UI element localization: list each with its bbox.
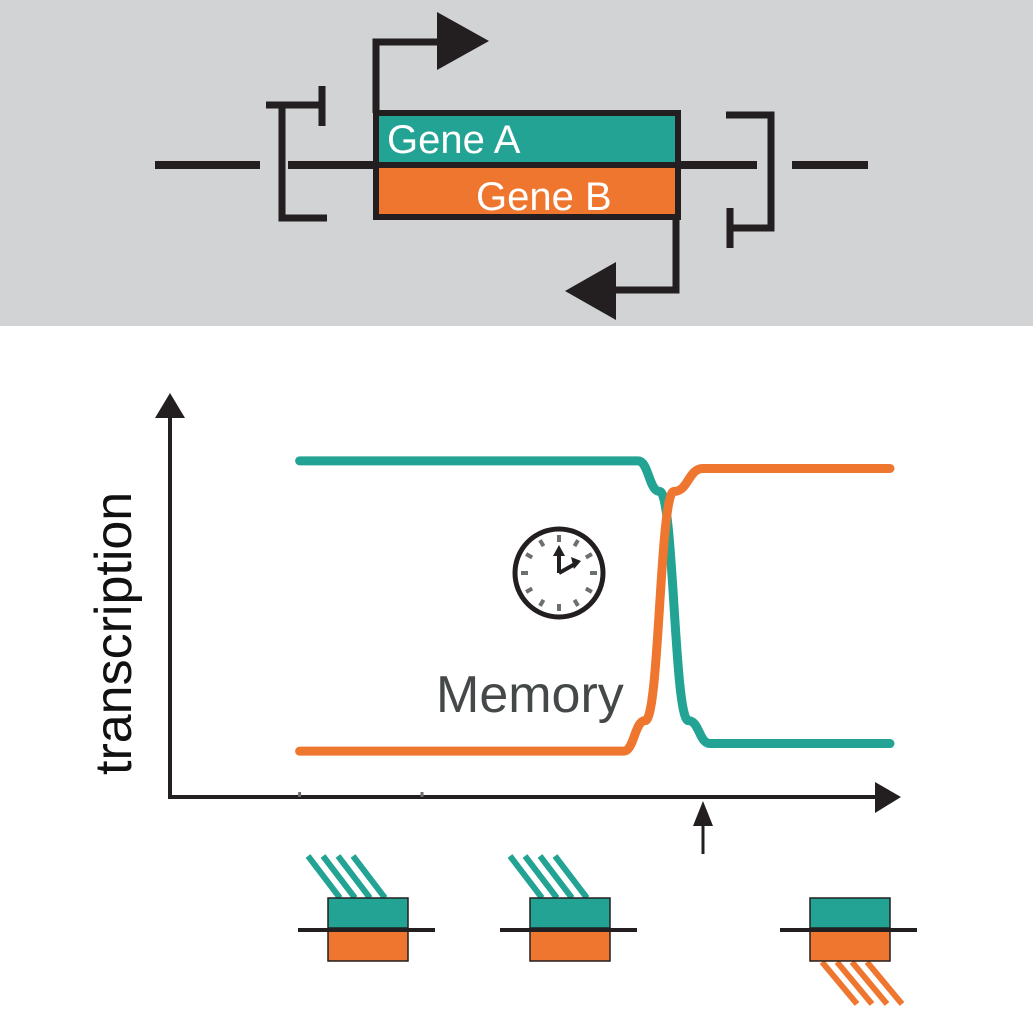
trigger-up-arrow-icon <box>693 801 713 854</box>
clock-tick <box>572 598 580 607</box>
state-diagram <box>780 897 917 1006</box>
y-axis <box>155 393 185 797</box>
x-ticks <box>298 792 424 797</box>
curves <box>295 456 895 756</box>
promoter-a-arrow-icon <box>372 12 489 113</box>
transcript-a <box>522 854 560 900</box>
clock-tick <box>572 539 580 548</box>
transcript-a <box>552 854 590 900</box>
clock-tick <box>584 586 593 594</box>
transcript-b <box>819 960 860 1006</box>
state-diagram <box>298 854 435 962</box>
memory-label: Memory <box>436 666 624 724</box>
mini-gene-b-box <box>327 930 409 962</box>
state-diagrams <box>298 854 917 1006</box>
clock-tick <box>525 552 534 560</box>
transcript-a <box>537 854 575 900</box>
curve-gene-a <box>295 456 895 749</box>
gene-b-box <box>373 162 681 220</box>
right-bracket-icon <box>726 111 775 248</box>
mini-gene-a-box <box>809 897 891 929</box>
transcript-a <box>320 854 358 900</box>
clock-tick <box>525 586 534 594</box>
promoter-b-arrow-icon <box>565 217 680 320</box>
mini-gene-a-box <box>327 897 409 929</box>
gene-a-label: Gene A <box>387 118 521 162</box>
transcript-a <box>335 854 373 900</box>
clock-ticks <box>521 535 597 611</box>
transcript-a <box>305 854 343 900</box>
y-axis-label: transcription <box>85 492 143 775</box>
transcript-b <box>864 960 905 1006</box>
curve-gene-b <box>295 463 895 756</box>
clock-tick <box>584 552 593 560</box>
mini-gene-b-box <box>529 930 611 962</box>
x-axis <box>168 782 901 813</box>
state-diagram <box>500 854 637 962</box>
transcript-a <box>350 854 388 900</box>
transcript-a <box>507 854 545 900</box>
clock-tick <box>538 539 546 548</box>
clock-tick <box>538 598 546 607</box>
left-bracket-icon <box>266 86 327 222</box>
transcript-b <box>849 960 890 1006</box>
mini-gene-a-box <box>529 897 611 929</box>
mini-gene-b-box <box>809 930 891 962</box>
gene-a-box <box>373 110 681 168</box>
clock-icon <box>512 526 606 620</box>
gene-b-label: Gene B <box>476 175 612 219</box>
transcript-b <box>834 960 875 1006</box>
